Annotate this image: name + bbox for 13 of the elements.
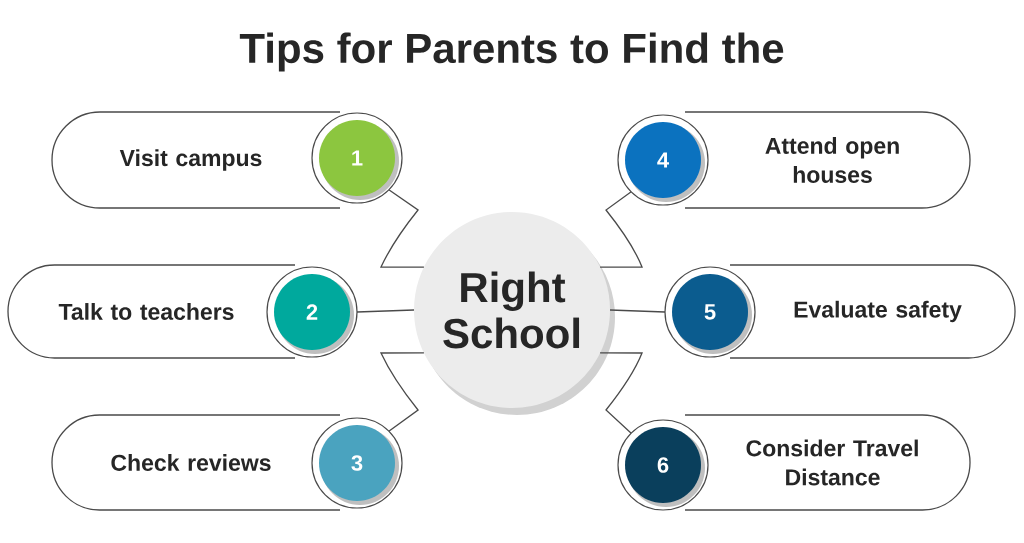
connector-line — [356, 309, 415, 313]
tip-box: Evaluate safety — [729, 264, 1016, 359]
connector-line — [599, 191, 643, 268]
connector-line — [599, 352, 643, 434]
tip-box: Talk to teachers — [7, 264, 296, 359]
connector-line — [380, 352, 425, 432]
connector-line — [380, 189, 425, 268]
tip-box: Check reviews — [51, 414, 341, 511]
tip-box: Consider Travel Distance — [684, 414, 971, 511]
tip-box: Visit campus — [51, 111, 341, 209]
tip-box: Attend open houses — [684, 111, 971, 209]
connector-line — [609, 309, 666, 313]
title: Tips for Parents to Find the — [239, 32, 784, 72]
